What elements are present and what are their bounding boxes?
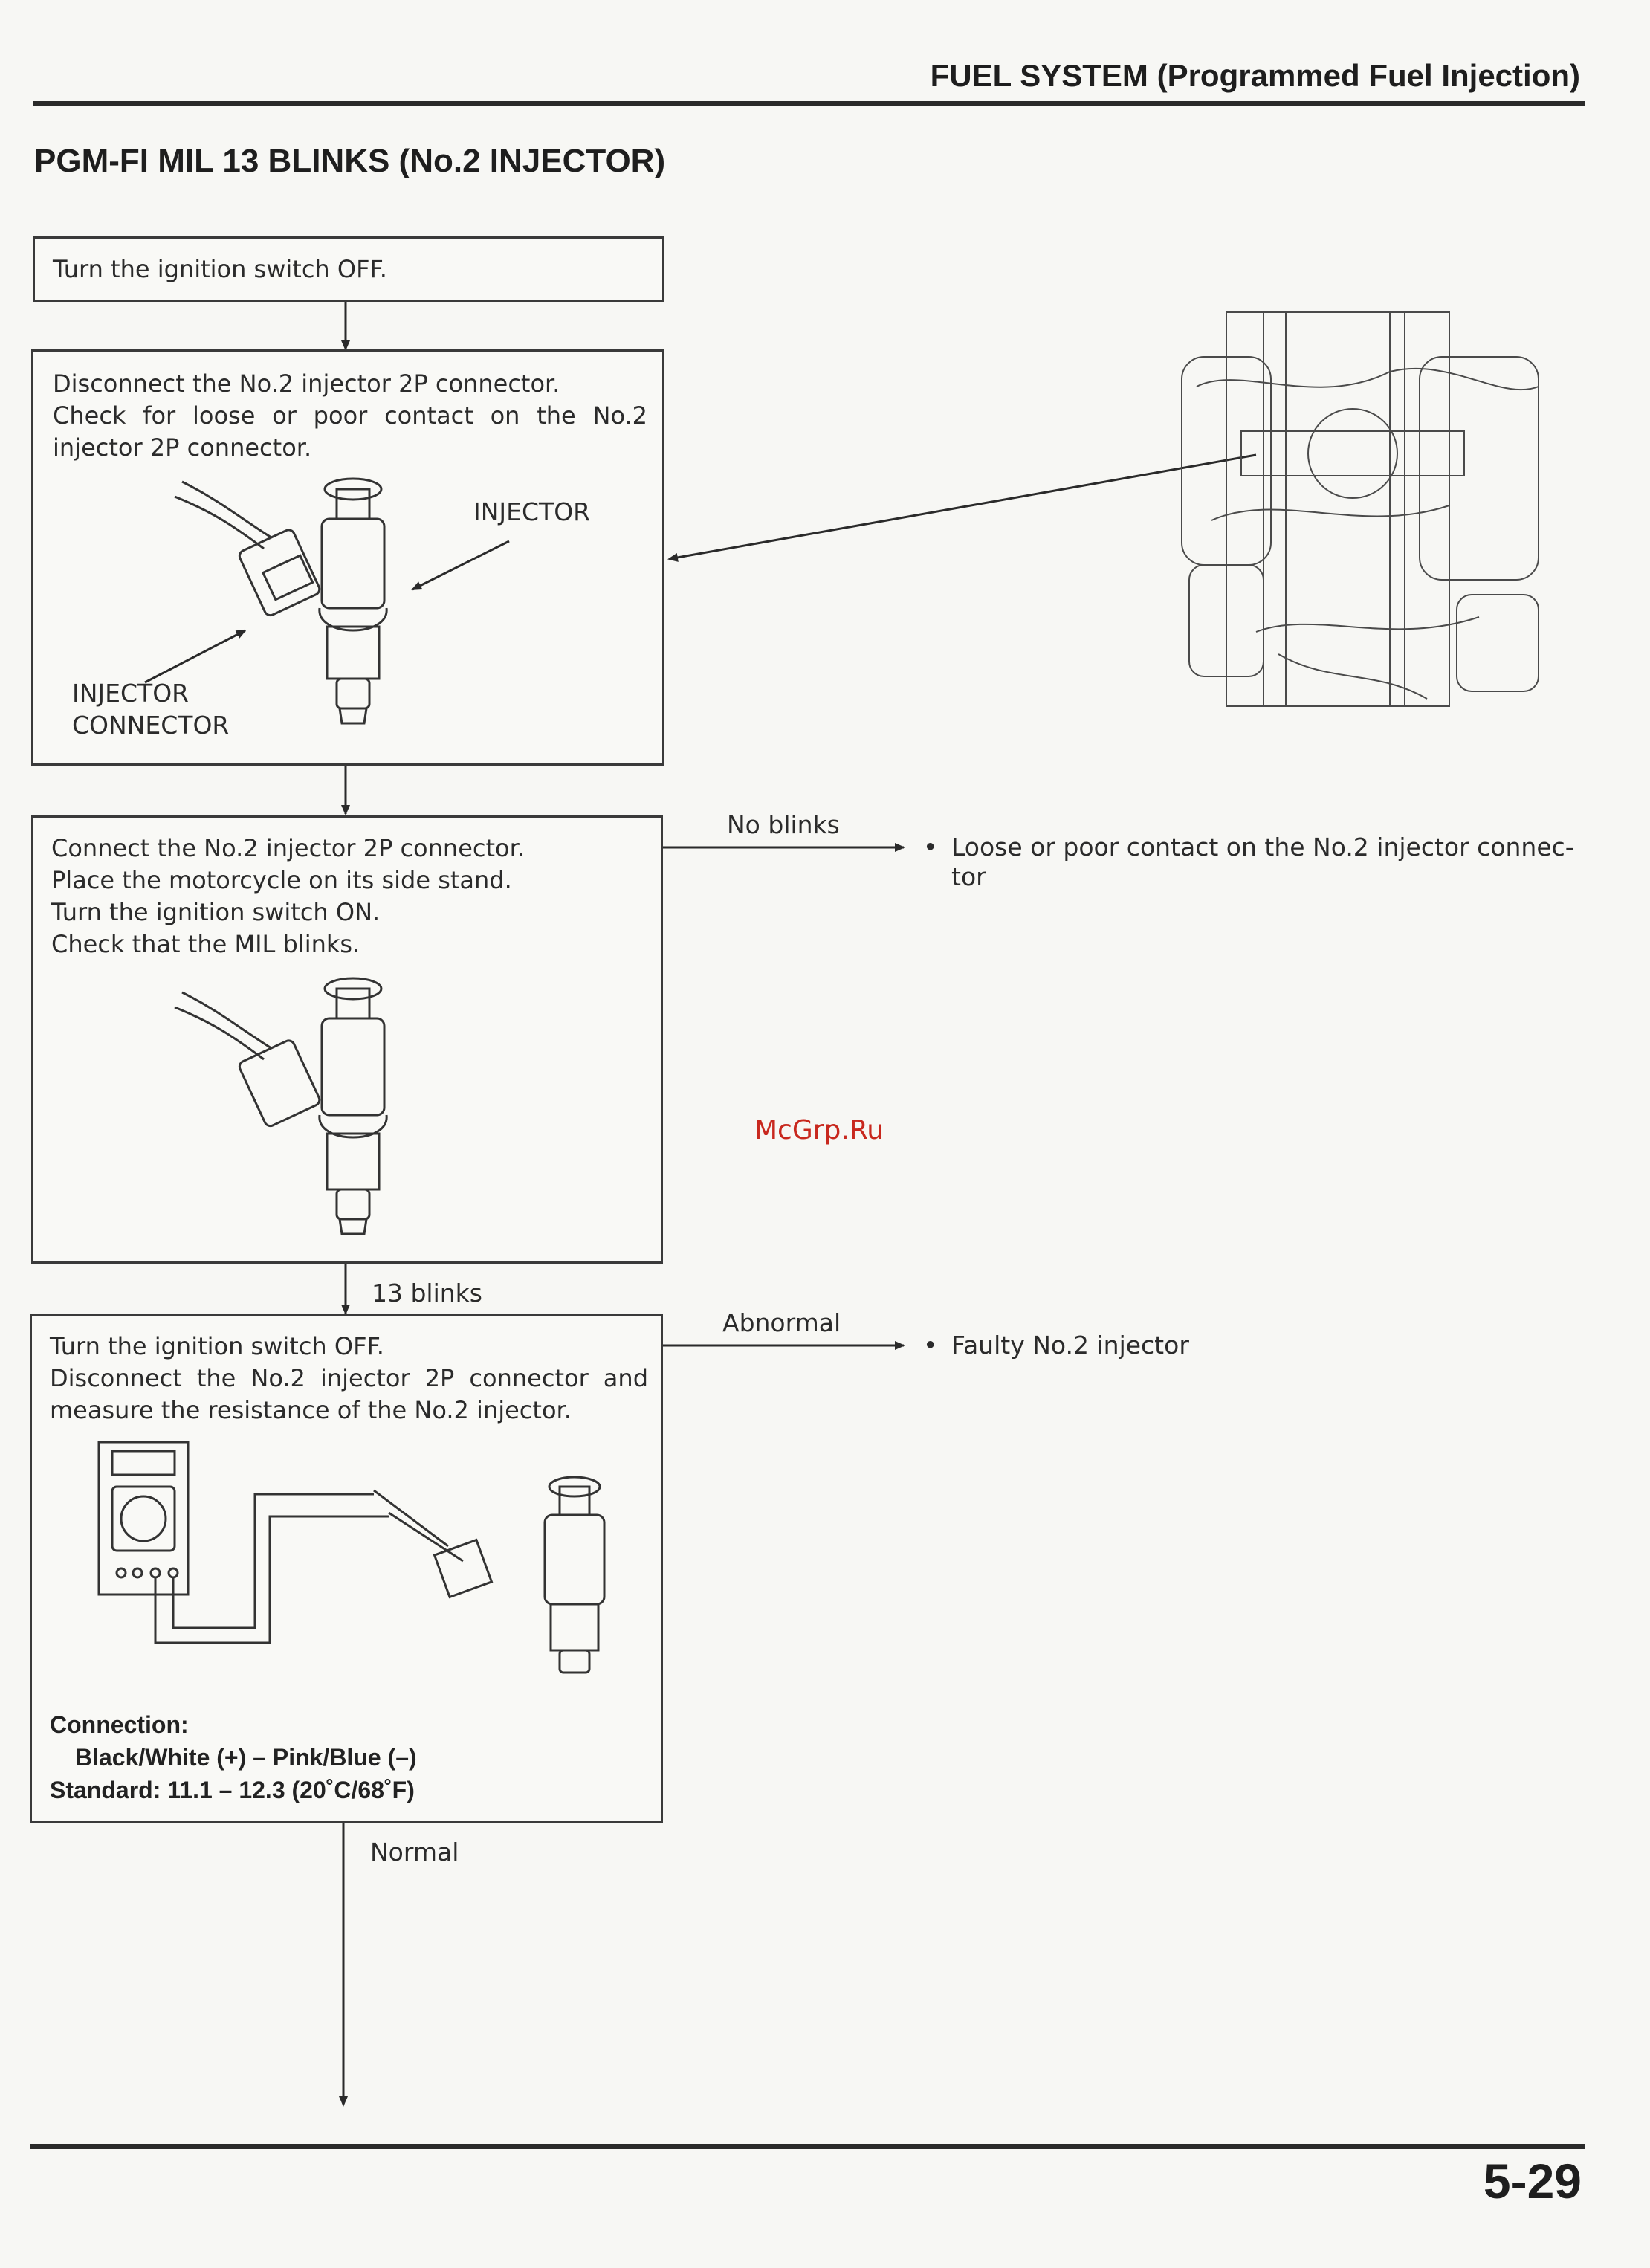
step-2-text: Disconnect the No.2 injector 2P connecto… — [53, 369, 647, 462]
step-4-box: Turn the ignition switch OFF. Disconnect… — [30, 1314, 663, 1823]
page-title: PGM-FI MIL 13 BLINKS (No.2 INJECTOR) — [34, 143, 666, 179]
step-2-box: Disconnect the No.2 injector 2P connecto… — [31, 349, 664, 766]
resistance-standard: Standard: 11.1 – 12.3 (20˚C/68˚F) — [50, 1777, 415, 1803]
step-4-text: Turn the ignition switch OFF. Disconnect… — [50, 1332, 648, 1424]
step-2-leader-lines — [144, 540, 510, 684]
arrow-engine-to-injector — [667, 453, 1257, 562]
injector-illustration — [174, 977, 388, 1235]
thirteen-blinks-label: 13 blinks — [372, 1279, 482, 1308]
header-rule — [33, 101, 1585, 106]
injector-label: INJECTOR — [473, 497, 591, 526]
abnormal-result: Faulty No.2 injector — [951, 1331, 1189, 1360]
no-blinks-result: Loose or poor contact on the No.2 inject… — [951, 833, 1574, 891]
step-3-box: Connect the No.2 injector 2P connector. … — [31, 815, 663, 1264]
watermark: McGrp.Ru — [754, 1115, 884, 1146]
injector-connector-label: INJECTOR CONNECTOR — [72, 679, 230, 740]
connection-label: Connection: — [50, 1711, 189, 1738]
step-3-text: Connect the No.2 injector 2P connector. … — [51, 834, 525, 958]
footer-rule — [30, 2144, 1585, 2149]
step-1-text: Turn the ignition switch OFF. — [53, 255, 387, 283]
injector-connector-illustration — [174, 477, 388, 725]
step-1-box: Turn the ignition switch OFF. — [33, 236, 664, 302]
no-blinks-label: No blinks — [727, 810, 840, 839]
abnormal-label: Abnormal — [722, 1308, 841, 1337]
no-blinks-bullet: • — [923, 833, 938, 862]
normal-label: Normal — [370, 1838, 459, 1867]
connection-value: Black/White (+) – Pink/Blue (–) — [75, 1744, 417, 1771]
section-title: FUEL SYSTEM (Programmed Fuel Injection) — [930, 58, 1580, 93]
engine-illustration — [1181, 311, 1539, 707]
ohmmeter-test-illustration — [97, 1441, 606, 1674]
page-number: 5-29 — [1483, 2154, 1582, 2209]
abnormal-bullet: • — [923, 1331, 938, 1360]
